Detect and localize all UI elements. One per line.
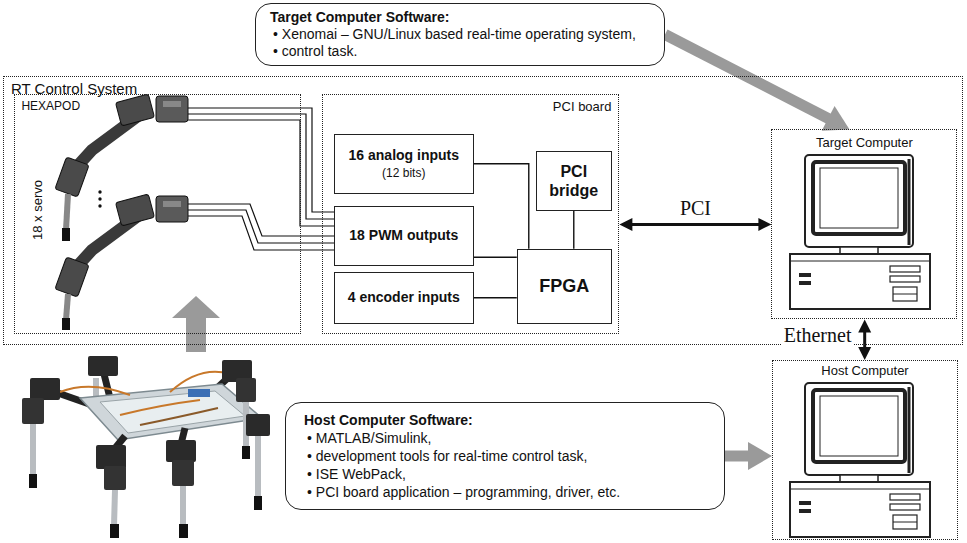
bullet-item: • development tools for real-time contro…: [304, 447, 706, 465]
arrow-head: [758, 218, 771, 231]
connector: [474, 257, 517, 258]
hexapod-photo: [88, 356, 118, 376]
board-region: PCI board 16 analog inputs (12 bits) PCI br…: [322, 94, 619, 334]
servo-leg: [55, 194, 188, 297]
hexapod-photo: [104, 466, 126, 490]
block-box: 18 PWM outputs: [334, 206, 474, 266]
connector-line: [665, 35, 832, 121]
connector: [858, 319, 871, 360]
box-label: 4 encoder inputs: [348, 289, 460, 306]
region-title: Host Computer: [773, 361, 957, 379]
servo-leg: [62, 228, 70, 241]
servo-wires: [188, 108, 335, 250]
arrow-head: [858, 319, 871, 332]
arrow-head: [619, 218, 632, 231]
hexapod-photo: [242, 446, 250, 459]
hexapod-photo: [22, 398, 44, 424]
hexapod-photo: [170, 372, 230, 392]
region-title: HEXAPOD: [15, 95, 300, 118]
hexapod-photo: [172, 460, 194, 486]
servo-leg: [66, 194, 68, 230]
software-callout: Host Computer Software:• MATLAB/Simulink…: [285, 402, 725, 510]
connector-line: [573, 211, 574, 249]
servo-leg: [62, 318, 70, 330]
connector-line: [474, 297, 517, 298]
hexapod-region: HEXAPOD: [14, 94, 301, 334]
hexapod-photo: [96, 445, 126, 469]
illustration: [790, 383, 930, 537]
connector: [474, 297, 517, 298]
box-label: PCI bridge: [543, 162, 605, 200]
servo-wires: [188, 216, 335, 250]
servo-wires: [188, 114, 335, 219]
bullet-item: • control task.: [270, 43, 650, 60]
connector-line: [474, 257, 517, 258]
box-note: (12 bits): [382, 166, 425, 181]
hexapod-photo: [30, 424, 36, 476]
arrow-head: [822, 106, 850, 131]
hexapod-photo: [120, 400, 200, 415]
ellipsis-dots: [98, 190, 101, 193]
block-box: PCI bridge: [536, 151, 612, 211]
servo-leg: [55, 194, 188, 330]
callout-heading: Target Computer Software:: [270, 9, 650, 26]
connector-line: [863, 330, 866, 350]
connector-line: [474, 164, 529, 249]
servo-leg: [66, 294, 68, 320]
hexapod-photo: [114, 490, 115, 526]
servo-wires: [188, 210, 335, 243]
computer-region: Host Computer: [772, 360, 958, 540]
hexapod-photo: [180, 486, 186, 526]
box-label: 18 PWM outputs: [349, 227, 458, 244]
connector-line: [630, 223, 761, 226]
hexapod-photo: [22, 356, 270, 538]
hexapod-photo: [236, 378, 256, 402]
bullet-item: • Xenomai – GNU/Linux based real-time op…: [270, 26, 650, 43]
software-callout: Target Computer Software:• Xenomai – GNU…: [255, 3, 665, 66]
hexapod-photo: [60, 387, 130, 395]
computer-region: Target Computer: [771, 129, 957, 319]
hexapod-photo: [166, 440, 196, 462]
hexapod-photo: [30, 378, 60, 400]
servo-wires: [188, 204, 335, 236]
edge-label: Ethernet: [781, 324, 855, 346]
connector: [474, 164, 529, 249]
bullet-item: • PCI board application – programming, d…: [304, 483, 706, 501]
up-arrow: [172, 296, 220, 352]
hexapod-photo: [140, 408, 218, 425]
edge-label: PCI: [677, 197, 714, 219]
block-box: 16 analog inputs (12 bits): [334, 134, 474, 194]
connector: [573, 211, 574, 249]
region-title: RT Control System: [4, 77, 962, 101]
bullet-item: • ISE WebPack,: [304, 465, 706, 483]
hexapod-photo: [246, 414, 270, 436]
ellipsis-dots: [98, 197, 101, 200]
connector: [619, 218, 771, 231]
part-label: 18 x servo: [30, 180, 46, 240]
arrow-head: [858, 347, 871, 360]
block-box: 4 encoder inputs: [334, 272, 474, 324]
hexapod-photo: [188, 389, 210, 397]
callout-heading: Host Computer Software:: [304, 411, 706, 429]
hexapod-photo: [110, 524, 119, 538]
connector: [725, 442, 772, 470]
bullet-item: • MATLAB/Simulink,: [304, 429, 706, 447]
block-box: FPGA: [517, 249, 612, 324]
hexapod-photo: [100, 391, 245, 433]
servo-wires: [188, 108, 335, 212]
region-title: PCI board: [323, 95, 618, 119]
ellipsis-dots: [98, 190, 101, 207]
hexapod-photo: [179, 524, 188, 538]
system-region: RT Control SystemHEXAPOD PCI board 16 anal…: [3, 76, 963, 345]
ellipsis-dots: [98, 204, 101, 207]
region-title: Target Computer: [772, 130, 956, 151]
hexapod-photo: [255, 436, 261, 498]
box-label: FPGA: [539, 276, 589, 297]
connector: [665, 35, 850, 131]
hexapod-photo: [254, 496, 262, 510]
illustration: [790, 155, 930, 309]
arrow-head: [748, 442, 772, 470]
hexapod-photo: [29, 474, 37, 488]
box-label: 16 analog inputs: [349, 147, 459, 164]
